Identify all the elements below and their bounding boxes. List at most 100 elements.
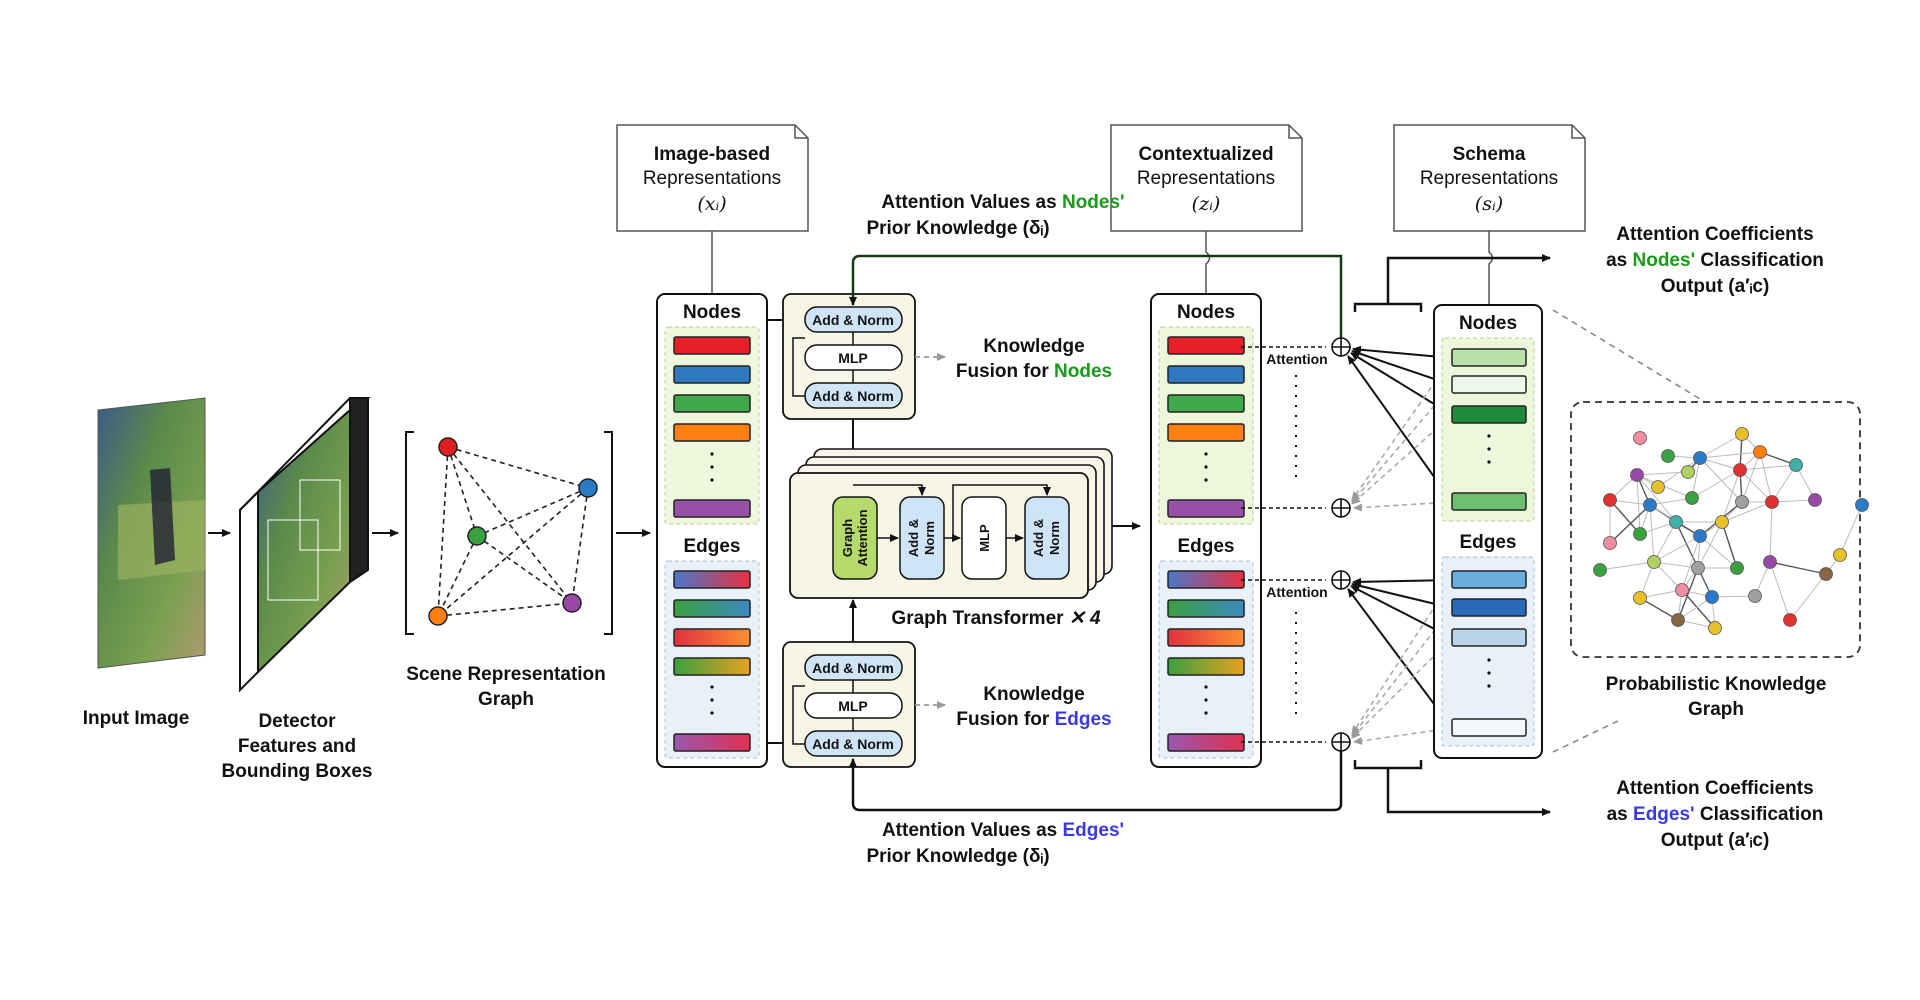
attention-values-edges-1: Attention Values as Edges' <box>882 820 1124 841</box>
doc-contextualized-sym: (zᵢ) <box>1192 193 1221 215</box>
kf-edges-block: Add & Norm MLP Add & Norm <box>782 641 916 768</box>
scene-graph-label-1: Scene Representation <box>406 664 606 685</box>
encoder-column: Nodes Edges <box>656 293 768 768</box>
kg-node <box>1647 555 1661 569</box>
ctx-edge-dot-3 <box>1204 711 1208 715</box>
kg-edge <box>1599 561 1655 571</box>
schema-node-bar-4 <box>1451 492 1527 511</box>
scene-node-purple <box>562 593 582 613</box>
attention-connections: Attention Attention <box>1241 337 1453 752</box>
graph-attention-label-1: Graph <box>840 519 855 557</box>
ctx-node-bar-3 <box>1167 394 1245 413</box>
kg-edge <box>1649 497 1693 506</box>
scene-node-green <box>467 526 487 546</box>
ctx-node-bar-5 <box>1167 499 1245 518</box>
contextualized-column: Nodes Edges <box>1150 293 1262 768</box>
kg-node <box>1643 498 1657 512</box>
kg-node <box>1685 491 1699 505</box>
kg-edge <box>1699 535 1738 569</box>
kg-node <box>1669 515 1683 529</box>
ctx-edge-dot-2 <box>1204 698 1208 702</box>
ctx-edge-bar-1 <box>1167 570 1245 589</box>
kf-nodes-text-2: Fusion for Nodes <box>956 361 1112 382</box>
gt-mlp-label: MLP <box>977 524 992 552</box>
prob-kg-frame <box>1570 401 1861 658</box>
kg-node <box>1708 621 1722 635</box>
feedback-loop-nodes <box>849 254 1343 338</box>
kg-node <box>1603 493 1617 507</box>
kg-edge <box>1721 501 1773 523</box>
kg-edge <box>1771 464 1797 503</box>
doc-schema: Schema Representations (sᵢ) <box>1393 124 1586 305</box>
ctx-node-bar-4 <box>1167 423 1245 442</box>
kg-node <box>1693 529 1707 543</box>
encoder-edges-label: Edges <box>683 536 740 557</box>
kg-edge <box>1649 504 1655 563</box>
ctx-node-dot-2 <box>1204 465 1208 469</box>
encoder-node-bar-3 <box>673 394 751 413</box>
detector-box <box>239 397 371 693</box>
kg-node <box>1671 613 1685 627</box>
kf-edges-text-1: Knowledge <box>983 684 1084 705</box>
ctx-node-bar-1 <box>1167 336 1245 355</box>
kg-node <box>1783 613 1797 627</box>
kg-edge <box>1677 567 1699 621</box>
scene-graph <box>405 431 613 635</box>
ctx-edge-bar-4 <box>1167 657 1245 676</box>
encoder-node-bar-1 <box>673 336 751 355</box>
kg-edge <box>1681 535 1701 591</box>
encoder-node-bar-4 <box>673 423 751 442</box>
kf-nodes-addnorm-top-label: Add & Norm <box>812 312 894 328</box>
kg-edge <box>1609 504 1651 544</box>
graph-attention-label-2: Attention <box>855 509 870 566</box>
encoder-node-bar-2 <box>673 365 751 384</box>
doc-contextualized-sub: Representations <box>1137 168 1275 189</box>
kg-edge <box>1739 464 1797 471</box>
kg-node <box>1789 458 1803 472</box>
kg-node <box>1819 567 1833 581</box>
encoder-node-bar-5 <box>673 499 751 518</box>
schema-node-bar-2 <box>1451 375 1527 394</box>
gt-addnorm-1-label-1: Add & <box>906 519 921 557</box>
schema-node-bar-1 <box>1451 348 1527 367</box>
graph-transformer: Graph Attention Add & Norm MLP Add & Nor… <box>789 448 1113 599</box>
ctx-node-dot-3 <box>1204 478 1208 482</box>
ctx-node-bar-2 <box>1167 365 1245 384</box>
schema-node-dot-2 <box>1487 447 1491 451</box>
kg-node <box>1603 536 1617 550</box>
feedback-loop-edges <box>849 751 1343 812</box>
input-image-label: Input Image <box>83 708 190 729</box>
kf-nodes-text-1: Knowledge <box>983 336 1084 357</box>
coef-edges-1: Attention Coefficients <box>1616 778 1813 799</box>
kg-edge <box>1839 504 1863 556</box>
kg-node <box>1691 561 1705 575</box>
output-brace-nodes <box>1353 254 1551 312</box>
schema-edge-dot-3 <box>1487 684 1491 688</box>
schema-node-dot-1 <box>1487 434 1491 438</box>
attention-values-nodes-1: Attention Values as Nodes' <box>881 192 1124 213</box>
kg-node <box>1735 427 1749 441</box>
kg-node <box>1763 555 1777 569</box>
kg-edge <box>1681 589 1716 629</box>
ctx-nodes-label: Nodes <box>1177 302 1235 323</box>
coef-nodes-2: as Nodes' Classification <box>1606 250 1824 271</box>
attention-values-edges-2: Prior Knowledge (δᵢ) <box>866 846 1049 867</box>
gt-addnorm-2-label-2: Norm <box>1047 521 1062 555</box>
kf-edges-addnorm-top-label: Add & Norm <box>812 660 894 676</box>
prob-kg-label-2: Graph <box>1688 699 1744 720</box>
kg-node <box>1730 561 1744 575</box>
detector-label-2: Features and <box>238 736 356 757</box>
gt-addnorm-1-label-2: Norm <box>922 521 937 555</box>
doc-image-based-title: Image-based <box>654 144 770 165</box>
kg-edge <box>1721 521 1738 569</box>
coef-edges-2: as Edges' Classification <box>1607 804 1824 825</box>
doc-image-based-sub: Representations <box>643 168 781 189</box>
schema-edge-bar-2 <box>1451 598 1527 617</box>
ctx-edges-label: Edges <box>1177 536 1234 557</box>
ctx-edge-bar-5 <box>1167 733 1245 752</box>
encoder-node-dot-2 <box>710 465 714 469</box>
prob-kg-label-1: Probabilistic Knowledge <box>1606 674 1827 695</box>
kg-edge <box>1699 457 1741 471</box>
kf-edges-addnorm-bottom-label: Add & Norm <box>812 736 894 752</box>
